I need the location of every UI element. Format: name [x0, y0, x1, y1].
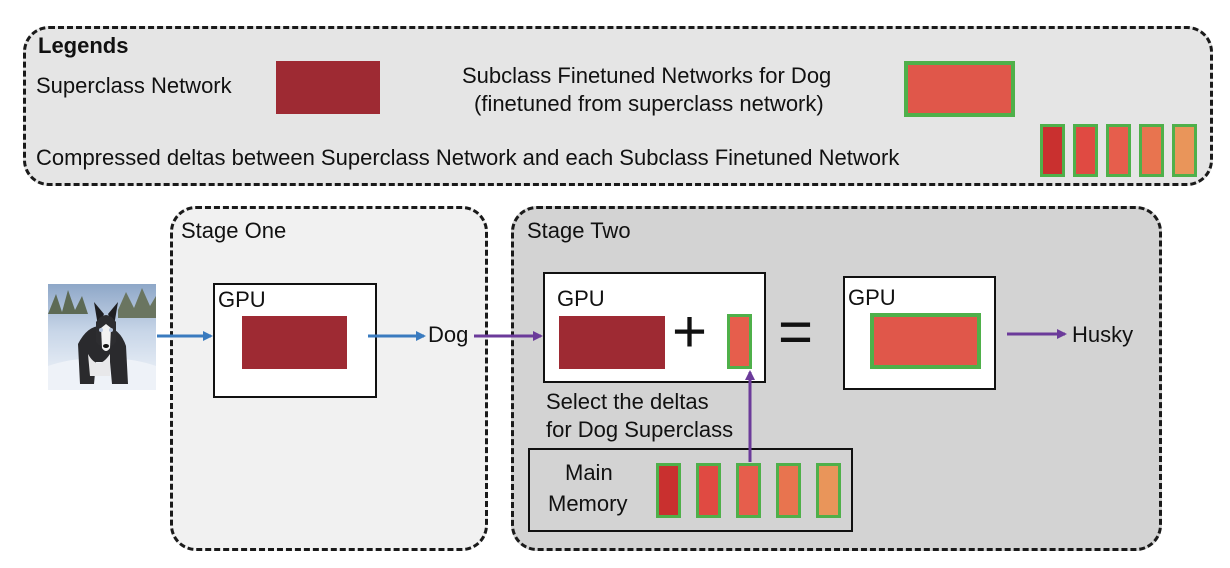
legend-superclass-swatch	[276, 61, 380, 114]
stage-two-title: Stage Two	[527, 218, 631, 243]
legend-delta-3	[1106, 124, 1131, 177]
legend-delta-1	[1040, 124, 1065, 177]
select-deltas-line1: Select the deltas	[546, 389, 709, 414]
legend-delta-2	[1073, 124, 1098, 177]
stage-two-superclass-network	[559, 316, 665, 369]
selected-delta	[727, 314, 752, 369]
stage-one-gpu-label: GPU	[218, 287, 266, 312]
equals-sign: =	[778, 298, 814, 365]
result-gpu-label: GPU	[848, 285, 896, 310]
legend-deltas-label: Compressed deltas between Superclass Net…	[36, 145, 900, 170]
legend-delta-4	[1139, 124, 1164, 177]
legend-title: Legends	[38, 33, 129, 58]
memory-delta-5	[816, 463, 841, 518]
legend-subclass-label-line2: (finetuned from superclass network)	[474, 91, 824, 116]
legend-superclass-label: Superclass Network	[36, 73, 232, 98]
husky-photo-icon	[48, 284, 156, 390]
stage-one-title: Stage One	[181, 218, 287, 243]
stage-one-superclass-network	[242, 316, 347, 369]
main-memory-box	[528, 448, 853, 532]
legend-subclass-swatch	[904, 61, 1015, 117]
result-subclass-network	[870, 313, 981, 369]
select-deltas-line2: for Dog Superclass	[546, 417, 734, 442]
legend-subclass-label-line1: Subclass Finetuned Networks for Dog	[462, 63, 832, 88]
main-memory-line2: Memory	[548, 491, 628, 516]
dog-label: Dog	[428, 322, 469, 347]
memory-delta-1	[656, 463, 681, 518]
stage-two-gpu-label: GPU	[557, 286, 605, 311]
memory-delta-2	[696, 463, 721, 518]
plus-sign: +	[672, 298, 708, 365]
memory-delta-3	[736, 463, 761, 518]
memory-delta-4	[776, 463, 801, 518]
legend-delta-5	[1172, 124, 1197, 177]
husky-label: Husky	[1072, 322, 1134, 347]
main-memory-line1: Main	[565, 460, 613, 485]
